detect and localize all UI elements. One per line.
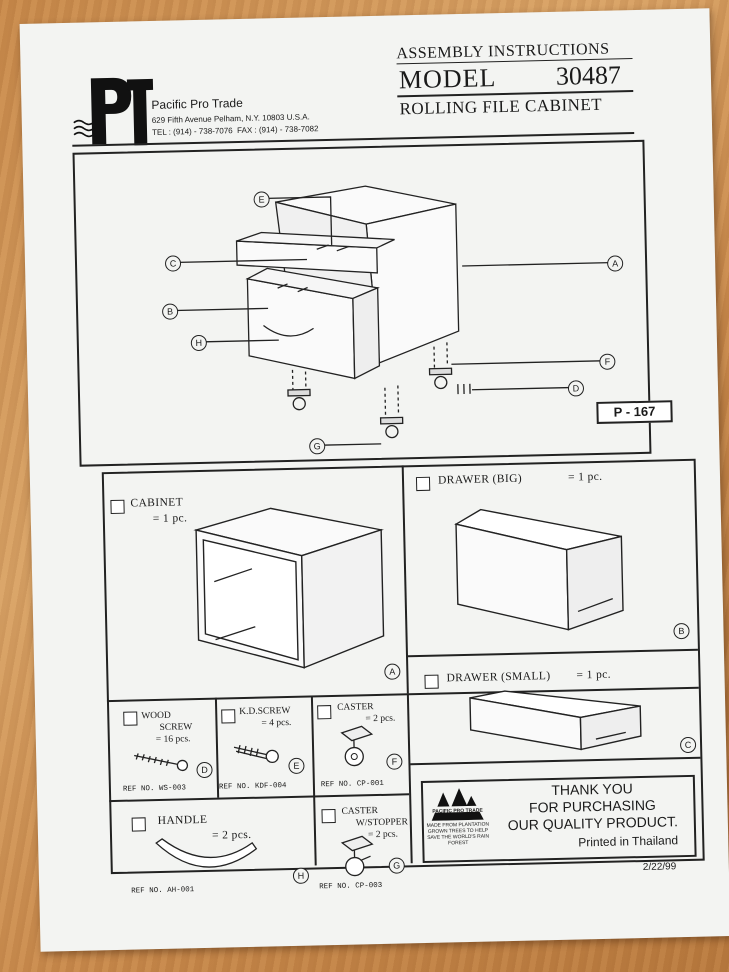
company-name: Pacific Pro Trade [151, 95, 243, 112]
printed-in: Printed in Thailand [578, 833, 679, 850]
instruction-sheet: Pacific Pro Trade 629 Fifth Avenue Pelha… [19, 8, 729, 952]
checkbox-caster[interactable] [317, 705, 332, 720]
company-phone: TEL : (914) - 738-7076 FAX : (914) - 738… [151, 124, 319, 137]
ref-caster-stopper: REF NO. CP-003 [319, 881, 383, 892]
part-name-caster: CASTER [337, 702, 374, 713]
part-name-wood-screw: WOOD [141, 710, 171, 722]
checkbox-handle[interactable] [131, 817, 146, 832]
print-date: 2/22/99 [642, 861, 677, 874]
badge-text: MADE FROM PLANTATION GROWN TREES TO HELP… [426, 821, 490, 847]
part-qty-wood-screw: = 16 pcs. [155, 734, 191, 746]
part-name-handle: HANDLE [157, 813, 208, 828]
part-qty-caster: = 2 pcs. [365, 713, 396, 725]
ref-kd-screw: REF NO. KDF-004 [218, 782, 287, 792]
part-name-kd-screw: K.D.SCREW [239, 705, 291, 718]
caster-icon [340, 725, 374, 767]
wood-screw-icon [134, 753, 189, 772]
checkbox-cabinet[interactable] [110, 499, 125, 515]
cabinet-illustration [193, 507, 385, 669]
part-name-cabinet: CABINET [130, 496, 184, 510]
part-name-caster-stopper: CASTER [341, 806, 379, 817]
checkbox-caster-stopper[interactable] [321, 808, 336, 824]
checkbox-drawer-small[interactable] [424, 674, 439, 689]
ref-caster: REF NO. CP-001 [320, 779, 385, 790]
part-qty-drawer-big: = 1 pc. [567, 470, 603, 484]
kd-screw-icon [233, 744, 279, 764]
trees-logo-icon [431, 788, 484, 821]
company-logo-icon [73, 77, 154, 146]
drawer-small-illustration [469, 690, 642, 751]
drawer-big-illustration [454, 508, 624, 631]
checkbox-drawer-big[interactable] [415, 476, 431, 492]
callout-h-parts: H [292, 867, 310, 884]
ref-handle: REF NO. AH-001 [131, 886, 195, 896]
model-number: 30487 [555, 60, 622, 91]
part-name2-wood-screw: SCREW [159, 722, 193, 733]
model-label: MODEL [398, 63, 497, 95]
part-qty-cabinet: = 1 pc. [152, 512, 188, 526]
ref-wood-screw: REF NO. WS-003 [122, 784, 187, 794]
part-name2-caster-stopper: W/STOPPER [355, 817, 408, 829]
product-name: ROLLING FILE CABINET [399, 94, 603, 119]
part-name-drawer-small: DRAWER (SMALL) [446, 670, 551, 685]
handle-icon [155, 838, 258, 868]
exploded-view-illustration [170, 185, 616, 446]
page-number-box: P - 167 [596, 400, 673, 424]
part-name-drawer-big: DRAWER (BIG) [437, 472, 523, 487]
checkbox-wood-screw[interactable] [123, 711, 138, 726]
checkbox-kd-screw[interactable] [221, 709, 236, 724]
callout-g-parts: G [388, 857, 405, 874]
caster-stopper-icon [340, 835, 374, 877]
part-qty-drawer-small: = 1 pc. [576, 668, 612, 682]
part-qty-kd-screw: = 4 pcs. [261, 717, 292, 729]
